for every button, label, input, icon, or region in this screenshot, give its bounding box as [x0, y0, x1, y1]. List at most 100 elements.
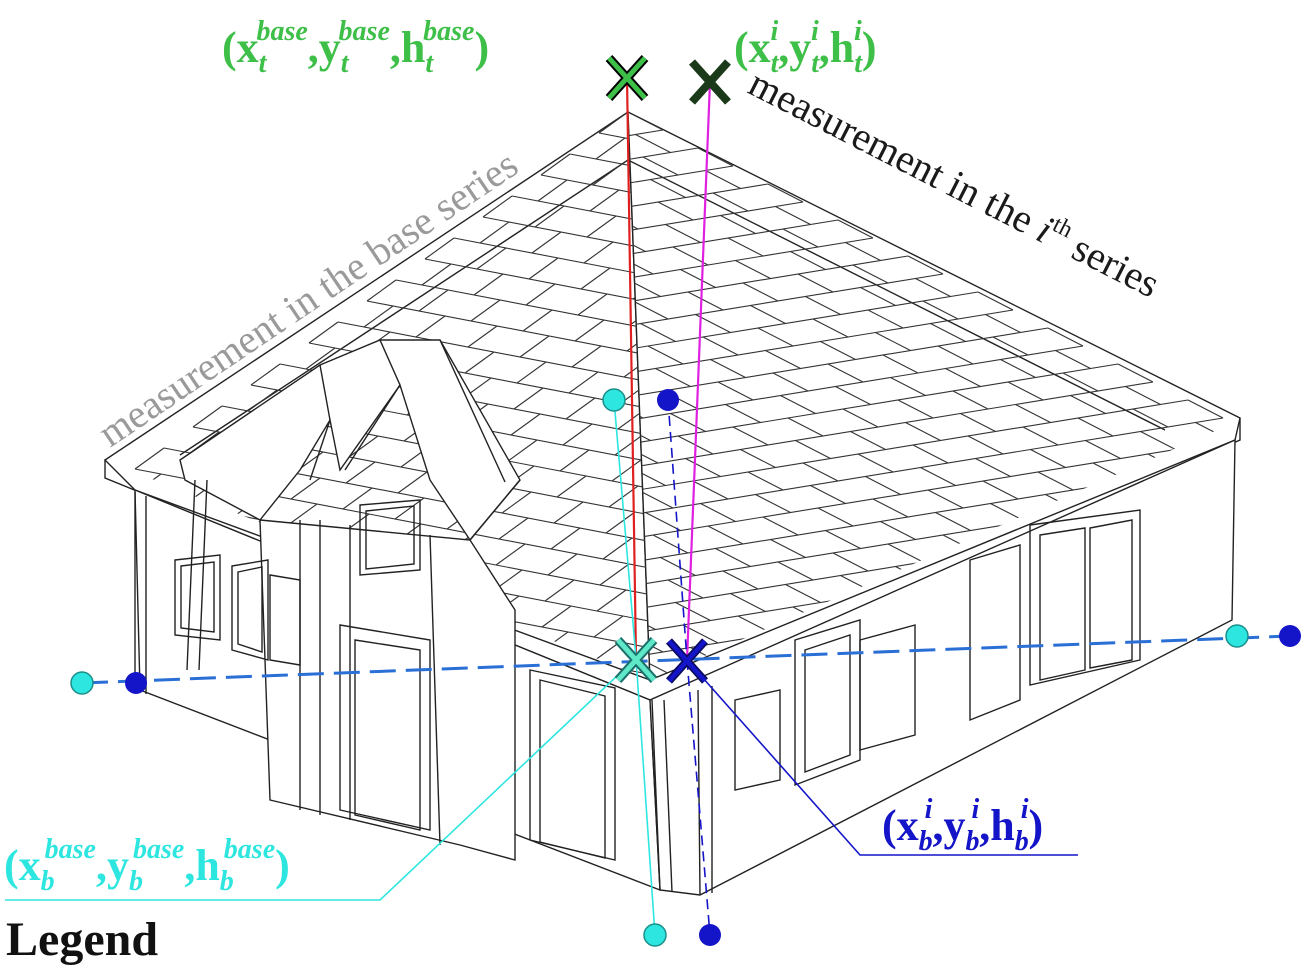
shingle-joint: [1058, 280, 1087, 301]
coord-bottom-base: (xbbase,ybbase,hbbase): [4, 834, 290, 897]
shingle-joint: [306, 189, 341, 207]
shingle-joint: [1241, 558, 1276, 576]
shingle-joint: [76, 369, 111, 387]
shingle-joint: [353, 157, 388, 175]
shingle-joint: [59, 646, 88, 667]
shingle-joint: [101, 270, 136, 288]
shingle-joint: [53, 698, 82, 719]
shingle-joint: [203, 780, 232, 801]
shingle-joint: [209, 728, 238, 749]
shingle-joint: [38, 256, 73, 274]
shingle-joint: [10, 610, 39, 631]
shingle-joint: [1214, 310, 1243, 331]
shingle-joint: [518, 130, 553, 148]
shingle-joint: [99, 760, 128, 781]
shingle-joint: [1107, 316, 1136, 337]
shingle-joint: [77, 490, 106, 511]
shingle-joint: [1220, 258, 1249, 279]
shingle-joint: [804, 178, 833, 199]
coord-bottom-ith: (xbi,ybi,hbi): [882, 794, 1043, 857]
shingle-joint: [957, 234, 986, 255]
shingle-joint: [1258, 436, 1293, 454]
shingle-joint: [46, 279, 81, 297]
shingle-joint: [1275, 242, 1302, 263]
shingle-joint: [1288, 526, 1302, 544]
shingle-joint: [1156, 352, 1185, 373]
shingle-joint: [31, 234, 66, 252]
shingle-joint: [123, 337, 158, 355]
shingle-joint: [154, 744, 183, 765]
shingle-joint: [61, 324, 96, 342]
shingle-joint: [1159, 326, 1188, 347]
shingle-joint: [102, 734, 131, 755]
shingle-joint: [53, 301, 88, 319]
shingle-joint: [78, 202, 113, 220]
shingle-joint: [0, 265, 18, 283]
coord-top-base: (xtbase,ytbase,htbase): [222, 16, 489, 79]
shingle-joint: [807, 152, 836, 173]
shingle-joint: [298, 166, 333, 184]
shingle-joint: [243, 175, 278, 193]
shingle-joint: [171, 306, 206, 324]
shingle-joint: [211, 252, 246, 270]
shingle-joint: [0, 288, 26, 306]
shingle-joint: [13, 355, 48, 373]
shingle-joint: [50, 724, 79, 745]
shingle-joint: [1233, 535, 1268, 553]
shingle-joint: [1266, 459, 1301, 477]
shingle-joint: [1171, 222, 1200, 243]
coord-top-ith: (xti,yti,hti): [734, 16, 876, 79]
shingle-joint: [1272, 268, 1301, 289]
shingle-joint: [19, 532, 48, 553]
base-dot-mid: [603, 389, 625, 411]
shingle-joint: [0, 243, 11, 261]
base-dot-bottom: [644, 924, 666, 946]
shingle-joint: [105, 708, 134, 729]
shingle-joint: [0, 310, 33, 328]
shingle-joint: [1273, 481, 1302, 499]
shingle-joint: [1223, 232, 1252, 253]
shingle-joint: [266, 243, 301, 261]
shingle-joint: [755, 142, 784, 163]
shingle-joint: [1217, 284, 1246, 305]
base-dot-right: [1226, 625, 1248, 647]
shingle-joint: [196, 207, 231, 225]
shingle-joint: [0, 740, 24, 761]
ith-dot-mid: [657, 389, 679, 411]
shingle-joint: [1256, 603, 1291, 621]
shingle-joint: [856, 188, 885, 209]
house-drawing: [0, 112, 1302, 895]
shingle-joint: [908, 198, 937, 219]
shingle-joint: [13, 584, 42, 605]
shingle-joint: [108, 292, 143, 310]
shingle-joint: [251, 198, 286, 216]
shingle-joint: [116, 315, 151, 333]
shingle-joint: [1055, 306, 1084, 327]
shingle-joint: [157, 718, 186, 739]
shingle-joint: [141, 216, 176, 234]
shingle-joint: [71, 542, 100, 563]
shingle-joint: [86, 225, 121, 243]
shingle-joint: [16, 558, 45, 579]
shingle-joint: [905, 224, 934, 245]
shingle-joint: [68, 568, 97, 589]
base-dot-left: [71, 672, 93, 694]
legend-title: Legend: [6, 916, 158, 964]
shingle-joint: [6, 333, 41, 351]
shingle-joint: [163, 283, 198, 301]
shingle-joint: [133, 193, 168, 211]
ith-dot-right: [1279, 625, 1301, 647]
shingle-joint: [68, 346, 103, 364]
shingle-joint: [148, 238, 183, 256]
shingle-joint: [408, 148, 443, 166]
shingle-joint: [1119, 212, 1148, 233]
shingle-joint: [258, 220, 293, 238]
shingle-joint: [0, 714, 27, 735]
shingle-joint: [7, 636, 36, 657]
shingle-joint: [188, 184, 223, 202]
shingle-joint: [1296, 549, 1302, 567]
shingle-joint: [65, 594, 94, 615]
shingle-joint: [313, 211, 348, 229]
